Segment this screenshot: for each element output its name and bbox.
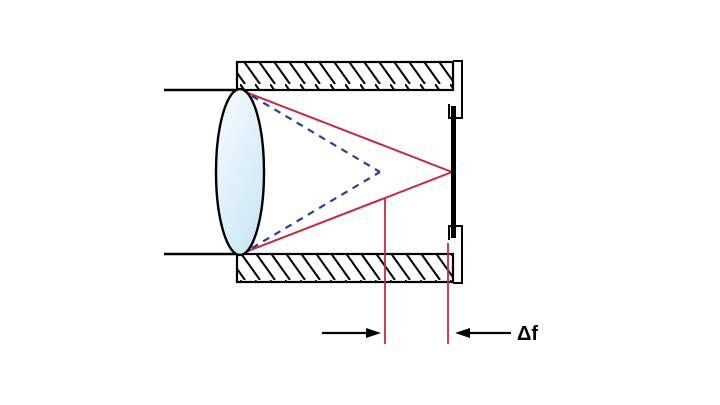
actual-focus-ray-lower — [242, 171, 453, 254]
barrel-bottom-endcap — [448, 225, 463, 284]
sensor — [451, 106, 456, 238]
nominal-focus-ray-upper — [251, 95, 381, 173]
delta-f-label: Δf — [517, 323, 538, 345]
barrel-top-endcap — [448, 60, 463, 119]
dimension-arrow-left-icon — [455, 328, 511, 338]
actual-focus-ray-upper — [242, 90, 453, 173]
lens — [214, 87, 266, 257]
nominal-focus-ray-lower — [251, 171, 381, 249]
barrel-top-wall — [235, 60, 455, 92]
dimension-arrow-right-icon — [322, 328, 381, 338]
barrel-bottom-wall — [235, 252, 455, 284]
